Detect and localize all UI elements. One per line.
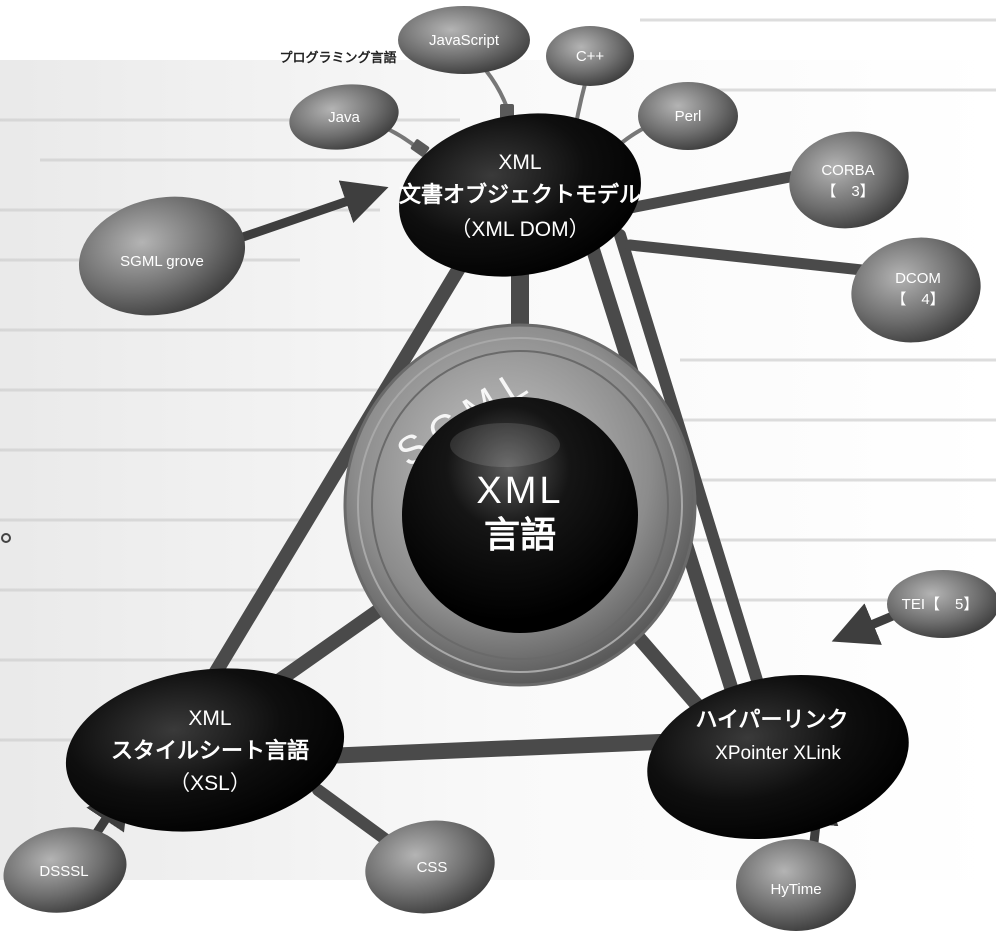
javascript-node — [398, 6, 530, 74]
perl-node — [638, 82, 738, 150]
center-label-language: 言語 — [484, 514, 556, 555]
corba-ref-label: 【 3】 — [821, 183, 874, 200]
css-label: CSS — [417, 859, 448, 876]
dom-label-title: 文書オブジェクトモデル — [399, 182, 641, 207]
perl-label: Perl — [675, 108, 702, 125]
dom-node — [399, 113, 641, 277]
dsssl-label: DSSSL — [39, 863, 88, 880]
connector-dom-dcom — [624, 239, 868, 276]
satellite-nodes — [3, 6, 996, 931]
center-node — [402, 397, 638, 633]
connector-dom-corba — [624, 169, 806, 214]
sgml-grove-label: SGML grove — [120, 253, 204, 270]
tei-node — [887, 570, 996, 638]
center-label-xml: XML — [476, 470, 563, 512]
arrow-tei — [831, 603, 897, 645]
connector-xsl-link — [292, 734, 668, 765]
css-node — [365, 820, 495, 914]
hytime-label: HyTime — [770, 881, 821, 898]
java-label: Java — [328, 109, 360, 126]
connector-dom-xsl — [198, 243, 477, 697]
hyperlink-label-title: ハイパーリンク — [695, 707, 848, 732]
dcom-ref-label: 【 4】 — [891, 291, 944, 308]
tei-label: TEI【 5】 — [902, 596, 979, 613]
programming-languages-caption: プログラミング言語 — [279, 50, 396, 65]
java-node — [289, 84, 399, 150]
cpp-node — [546, 26, 634, 86]
edge-mark — [1, 533, 11, 543]
javascript-label: JavaScript — [429, 32, 500, 49]
dom-label-xml: XML — [498, 151, 541, 174]
arrow-sgml-grove — [238, 180, 389, 243]
dsssl-node — [3, 827, 127, 913]
corba-node — [789, 131, 909, 229]
dcom-node — [851, 237, 981, 343]
xsl-label-xml: XML — [188, 707, 231, 730]
sgml-grove-node — [78, 196, 246, 316]
xsl-node — [65, 668, 345, 832]
corba-label: CORBA — [821, 162, 874, 179]
dom-label-abbr: （XML DOM） — [450, 218, 589, 241]
hytime-node — [736, 839, 856, 931]
hyperlink-label-specs: XPointer XLink — [715, 743, 841, 764]
satellite-labels: Java JavaScript C++ Perl CORBA 【 3】 DCOM… — [39, 32, 978, 898]
xsl-label-abbr: （XSL） — [169, 772, 251, 795]
hyperlink-node — [647, 674, 909, 840]
dcom-label: DCOM — [895, 270, 941, 287]
xsl-label-title: スタイルシート言語 — [111, 738, 309, 763]
cpp-label: C++ — [576, 48, 605, 65]
